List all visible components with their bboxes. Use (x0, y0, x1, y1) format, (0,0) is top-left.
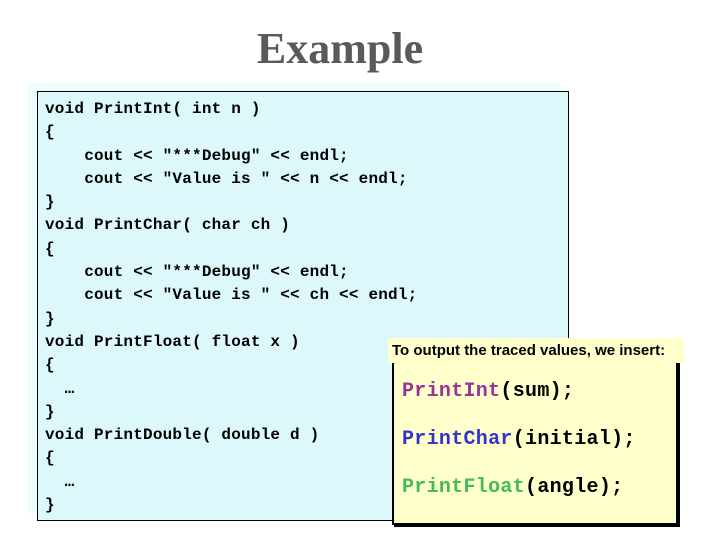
code-listing: void PrintInt( int n ) { cout << "***Deb… (45, 100, 418, 515)
slide-title: Example (256, 24, 424, 73)
insert-callout-label: To output the traced values, we insert: (388, 338, 684, 363)
insert-call-line: PrintChar(initial); (394, 415, 676, 463)
insert-callout-box: PrintInt(sum);PrintChar(initial);PrintFl… (392, 357, 678, 525)
insert-call-line: PrintFloat(angle); (394, 463, 676, 511)
code-box: void PrintInt( int n ) { cout << "***Deb… (37, 91, 569, 521)
insert-call-line: PrintInt(sum); (394, 367, 676, 415)
function-args: (initial); (512, 427, 636, 451)
function-args: (angle); (525, 475, 624, 499)
function-name: PrintInt (402, 379, 501, 403)
insert-call-list: PrintInt(sum);PrintChar(initial);PrintFl… (394, 367, 676, 511)
function-name: PrintChar (402, 427, 513, 451)
function-args: (sum); (500, 379, 575, 403)
function-name: PrintFloat (402, 475, 526, 499)
